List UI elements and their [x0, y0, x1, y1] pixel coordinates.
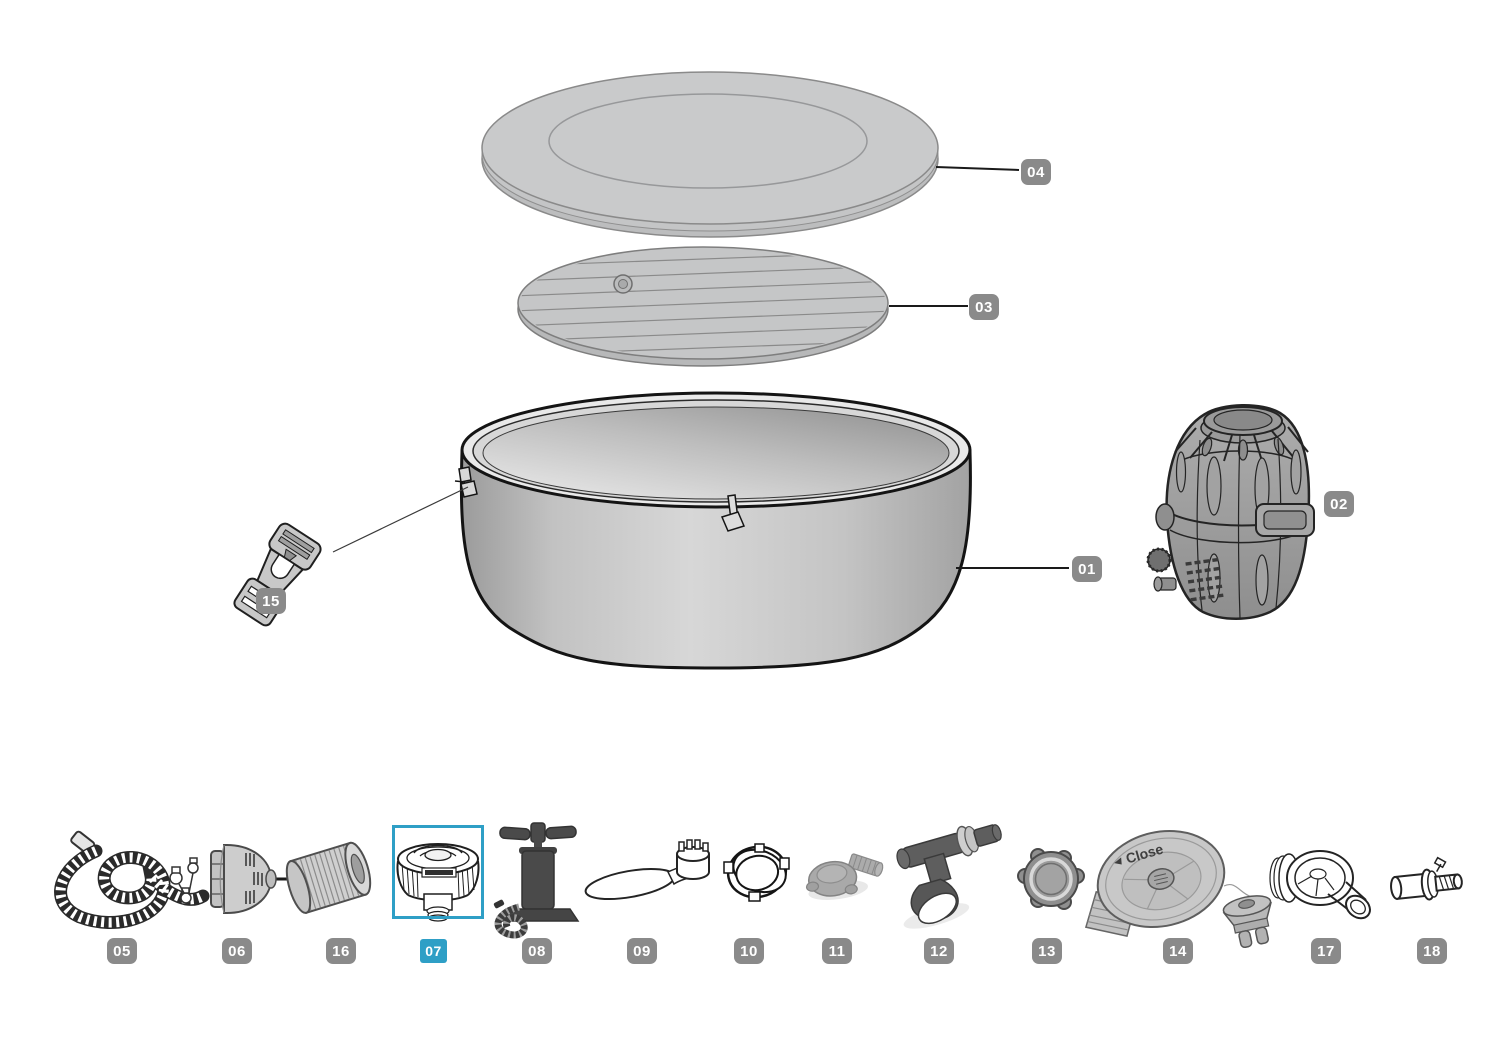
part-label-11[interactable]: 11 [822, 938, 852, 964]
part-18-connector-drawing[interactable] [1388, 855, 1463, 903]
part-label-03[interactable]: 03 [969, 294, 999, 320]
part-09-wrench-drawing[interactable] [583, 839, 710, 905]
part-05-hose-drawing[interactable] [54, 830, 210, 929]
part-label-17[interactable]: 17 [1311, 938, 1341, 964]
part-03-inflatable-lid-drawing[interactable] [512, 246, 894, 367]
part-label-07[interactable]: 07 [420, 939, 447, 963]
part-07-dispenser-drawing[interactable] [396, 843, 480, 922]
part-label-04[interactable]: 04 [1021, 159, 1051, 185]
buckle-connector-line [332, 486, 469, 553]
part-04-spa-cover-drawing[interactable] [481, 71, 939, 238]
part-label-15[interactable]: 15 [256, 588, 286, 614]
part-13-cap-drawing[interactable] [1017, 848, 1085, 910]
part-12-adapter-drawing[interactable] [882, 817, 1021, 936]
part-06-filter-housing-drawing[interactable] [210, 843, 277, 915]
tub-strap-clip-front [720, 494, 746, 532]
part-label-13[interactable]: 13 [1032, 938, 1062, 964]
part-label-05[interactable]: 05 [107, 938, 137, 964]
part-14-drain-valve-drawing[interactable]: Close [1069, 819, 1279, 950]
part-label-12[interactable]: 12 [924, 938, 954, 964]
part-label-02[interactable]: 02 [1324, 491, 1354, 517]
part-11-valve-drawing[interactable] [803, 849, 888, 903]
part-label-14[interactable]: 14 [1163, 938, 1193, 964]
pump-port-icon [1155, 503, 1175, 531]
pump-vent-grille [1185, 557, 1224, 602]
tub-strap-clip-left [454, 466, 478, 498]
callout-line-04 [935, 166, 1020, 171]
part-17-elbow-drawing[interactable] [1269, 850, 1374, 923]
part-16-filter-cartridge-drawing[interactable] [282, 840, 375, 915]
part-label-10[interactable]: 10 [734, 938, 764, 964]
drain-adapter [1222, 895, 1272, 949]
drain-valve-tether [1223, 884, 1253, 898]
part-label-18[interactable]: 18 [1417, 938, 1447, 964]
part-10-clamp-drawing[interactable] [723, 842, 792, 903]
part-08-air-pump-drawing[interactable] [493, 822, 580, 939]
part-label-06[interactable]: 06 [222, 938, 252, 964]
part-label-16[interactable]: 16 [326, 938, 356, 964]
part-02-pump-unit-drawing[interactable] [1146, 404, 1315, 620]
hose-clamps [169, 857, 199, 904]
part-label-08[interactable]: 08 [522, 938, 552, 964]
part-label-01[interactable]: 01 [1072, 556, 1102, 582]
close-arrow-icon [1114, 857, 1122, 865]
part-01-spa-tub-drawing[interactable] [454, 391, 972, 670]
selected-part-box [392, 825, 484, 919]
part-label-09[interactable]: 09 [627, 938, 657, 964]
